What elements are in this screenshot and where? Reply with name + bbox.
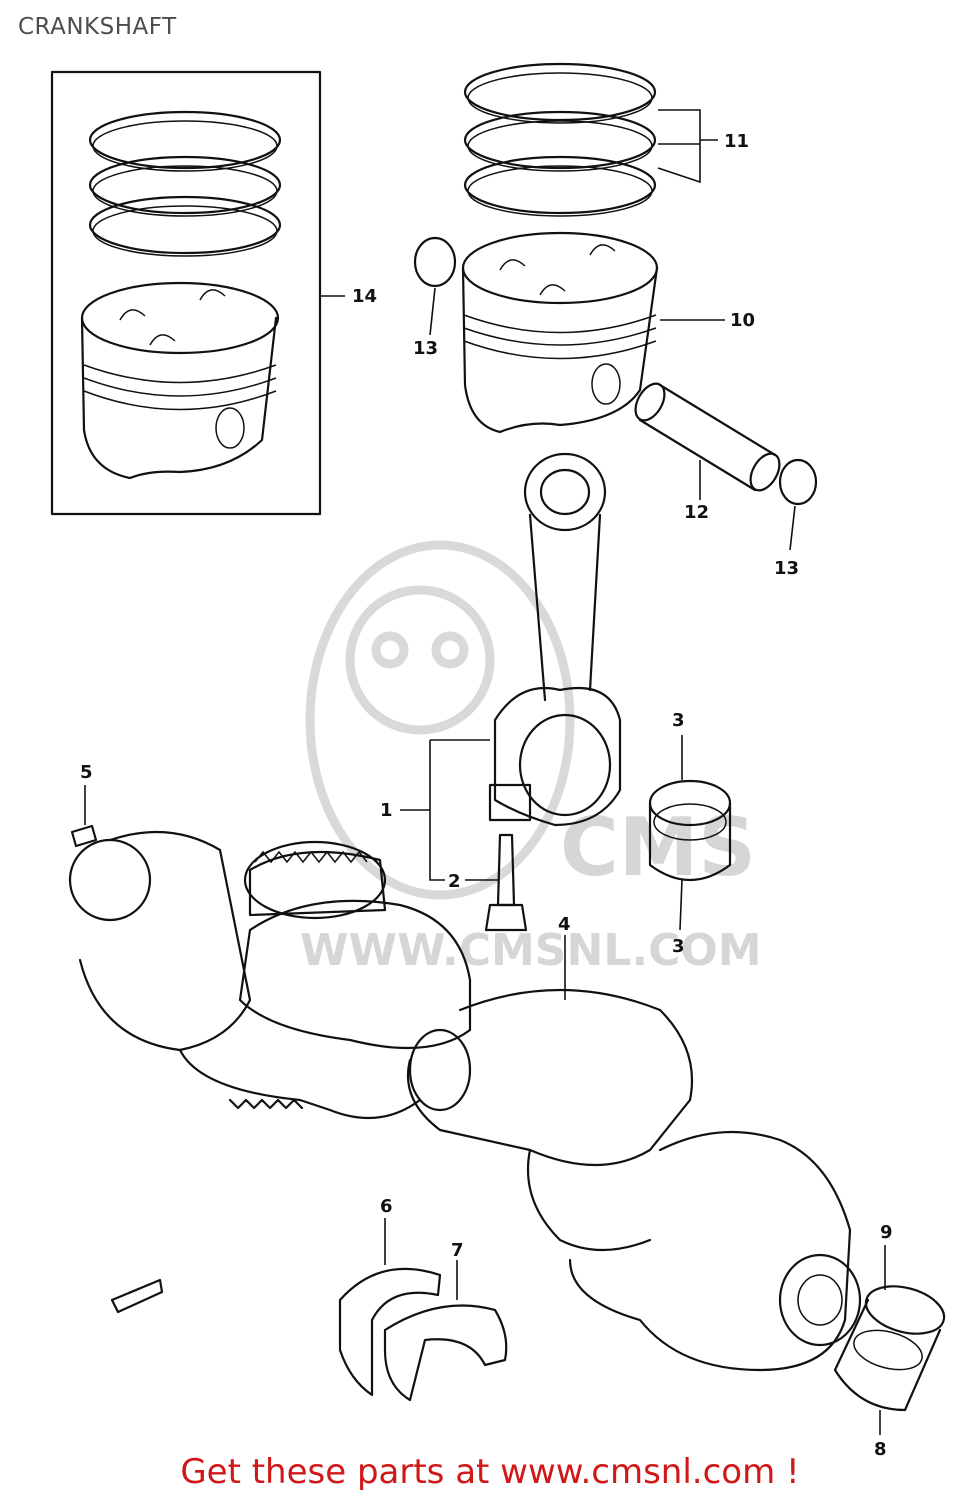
- callout-9: 9: [880, 1222, 893, 1243]
- footer-promo-link[interactable]: Get these parts at www.cmsnl.com !: [180, 1452, 800, 1492]
- page-title: CRANKSHAFT: [18, 14, 177, 40]
- callout-1: 1: [380, 800, 393, 821]
- callout-2: 2: [448, 871, 461, 892]
- woodruff-key: [70, 824, 98, 848]
- callout-6: 6: [380, 1196, 393, 1217]
- callout-7: 7: [451, 1240, 464, 1261]
- crankshaft: [68, 830, 862, 1372]
- callout-4: 4: [558, 914, 571, 935]
- callout-3-bottom: 3: [672, 936, 685, 957]
- piston-ring-set-boxed: [88, 110, 282, 257]
- callout-10: 10: [730, 310, 755, 331]
- circlip-left: [413, 236, 457, 288]
- watermark-url: WWW.CMSNL.COM: [300, 925, 762, 976]
- forward-arrow-icon: [110, 1278, 164, 1314]
- callout-12: 12: [684, 502, 709, 523]
- conrod-bolt: [484, 833, 528, 932]
- callout-14: 14: [352, 286, 377, 307]
- connecting-rod: [488, 452, 622, 827]
- piston: [461, 231, 659, 434]
- callout-13-right: 13: [774, 558, 799, 579]
- piston-boxed: [80, 281, 280, 480]
- watermark: CMS WWW.CMSNL.COM: [300, 540, 762, 976]
- conrod-bearing: [648, 779, 732, 882]
- main-bearing-lower: [383, 1304, 508, 1402]
- callout-labels: 14 11 10 13 12 13 3 1 2 3 4 5 6 7 9 8: [80, 131, 893, 1460]
- circlip-right: [778, 458, 818, 506]
- callout-3-top: 3: [672, 710, 685, 731]
- main-bearing-upper: [338, 1267, 442, 1397]
- crank-end-bearing: [833, 1285, 946, 1412]
- callout-8: 8: [874, 1439, 887, 1460]
- piston-rings: [463, 62, 657, 217]
- callout-13-left: 13: [413, 338, 438, 359]
- piston-pin: [634, 382, 781, 492]
- piston-set-box: [50, 70, 322, 516]
- callout-5: 5: [80, 762, 93, 783]
- callout-11: 11: [724, 131, 749, 152]
- leader-lines: [84, 109, 886, 1435]
